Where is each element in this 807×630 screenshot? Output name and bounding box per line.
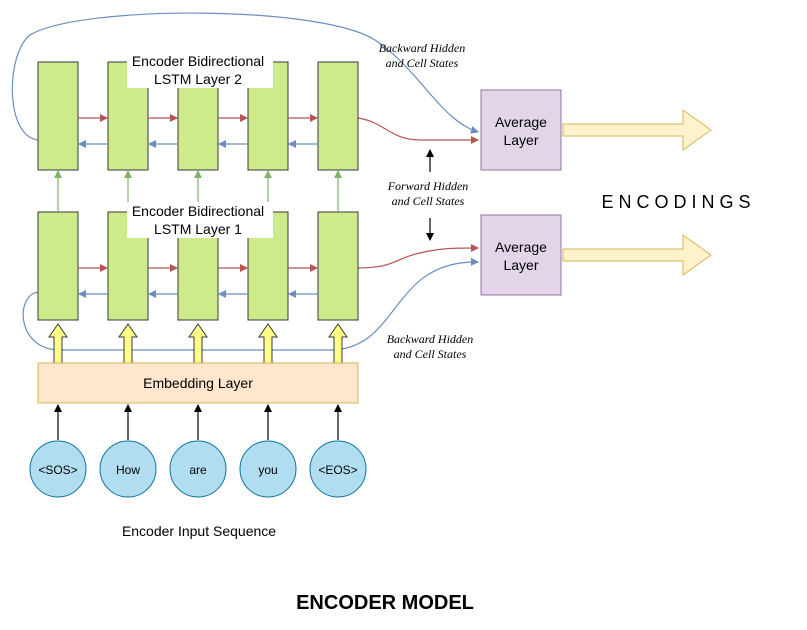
token-circle xyxy=(309,440,367,498)
lstm-cell xyxy=(317,61,359,171)
embedding-layer: Embedding Layer xyxy=(37,362,359,404)
encodings-label: E N C O D I N G S xyxy=(601,192,750,212)
average-layer-bottom-line2: Layer xyxy=(503,257,538,273)
input-tokens: <SOS> How are you <EOS> xyxy=(29,440,367,498)
forward-annotation-line2: and Cell States xyxy=(392,194,465,208)
layer-1-label-line2: LSTM Layer 1 xyxy=(154,221,242,237)
token-circle xyxy=(99,440,157,498)
layer-2-label-line1: Encoder Bidirectional xyxy=(132,53,264,69)
token-label: you xyxy=(258,463,277,477)
average-layer-top: Average Layer xyxy=(480,89,562,171)
average-layer-bottom: Average Layer xyxy=(480,214,562,296)
average-layer-bottom-line1: Average xyxy=(495,239,547,255)
token-label: <EOS> xyxy=(318,463,357,477)
backward-state-loop-top xyxy=(11,12,479,141)
average-layer-top-line2: Layer xyxy=(503,132,538,148)
lstm-cell xyxy=(37,211,79,321)
forward-state-connector-top xyxy=(357,117,479,144)
encoding-output-arrow-bottom xyxy=(562,234,712,276)
lstm-cell xyxy=(317,211,359,321)
token-label: are xyxy=(189,463,207,477)
layer-1-label-line1: Encoder Bidirectional xyxy=(132,203,264,219)
block-up-arrow xyxy=(118,323,138,364)
average-layer-top-line1: Average xyxy=(495,114,547,130)
forward-state-connector-bottom xyxy=(357,244,479,269)
forward-annotation-line1: Forward Hidden xyxy=(387,179,469,193)
embedding-layer-label: Embedding Layer xyxy=(143,375,253,391)
token-circle xyxy=(169,440,227,498)
input-sequence-caption: Encoder Input Sequence xyxy=(122,523,276,539)
block-up-arrow xyxy=(188,323,208,364)
block-up-arrow xyxy=(328,323,348,364)
layer-2-label-line2: LSTM Layer 2 xyxy=(154,71,242,87)
token-circle xyxy=(29,440,87,498)
backward-top-annotation-line1: Backward Hidden xyxy=(379,41,466,55)
diagram-title: ENCODER MODEL xyxy=(296,592,474,614)
lstm-cell xyxy=(37,61,79,171)
block-up-arrow xyxy=(48,323,68,364)
block-up-arrow xyxy=(258,323,278,364)
backward-bottom-annotation-line2: and Cell States xyxy=(394,347,467,361)
token-label: <SOS> xyxy=(38,463,77,477)
backward-top-annotation-line2: and Cell States xyxy=(386,56,459,70)
embedding-to-lstm-arrows xyxy=(48,323,348,364)
encoding-output-arrow-top xyxy=(562,109,712,151)
backward-bottom-annotation-line1: Backward Hidden xyxy=(387,332,474,346)
token-to-embedding-arrows xyxy=(54,404,342,440)
layer-1-label: Encoder Bidirectional LSTM Layer 1 xyxy=(127,202,273,238)
token-circle xyxy=(239,440,297,498)
token-label: How xyxy=(116,463,140,477)
layer-2-label: Encoder Bidirectional LSTM Layer 2 xyxy=(127,52,273,88)
